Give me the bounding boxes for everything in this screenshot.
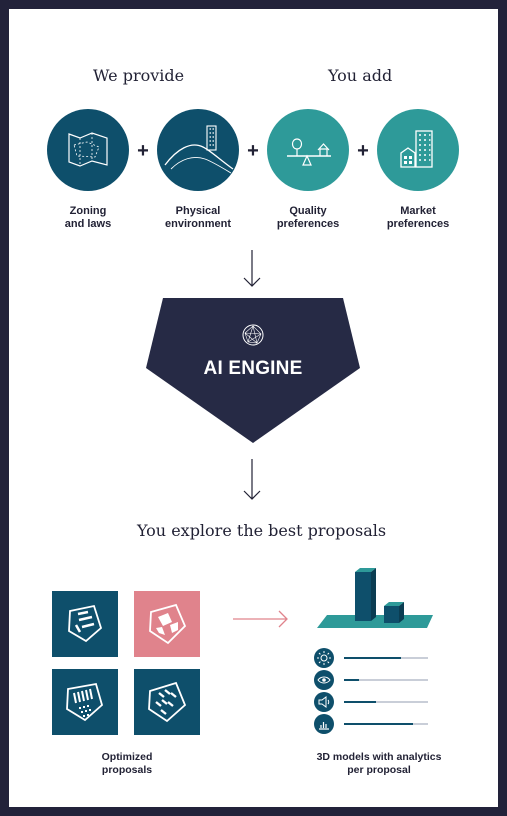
- quality-circle: [267, 109, 349, 191]
- bar-chart-icon: [319, 722, 329, 730]
- zoning-label-line1: Zoning: [69, 205, 107, 217]
- heading-we-provide: We provide: [93, 66, 185, 85]
- sound-icon: [318, 696, 330, 708]
- zoning-circle: [47, 109, 129, 191]
- plot-layout-icon: [68, 604, 103, 643]
- quality-label-line2: preferences: [276, 218, 340, 230]
- quality-label-line1: Quality: [289, 205, 327, 217]
- ai-engine-label: AI ENGINE: [203, 358, 303, 379]
- metric-bar-fill: [344, 700, 376, 703]
- market-circle: [377, 109, 459, 191]
- metric-bar-sound: [344, 700, 428, 703]
- buildings-icon: [400, 130, 433, 168]
- zoning-label-line2: and laws: [64, 218, 112, 230]
- metric-row-chart: [314, 714, 444, 734]
- plus-operator-1: +: [137, 140, 149, 162]
- diagram-card: We provide You add + + +: [9, 9, 498, 807]
- market-label: Market preferences: [363, 205, 473, 231]
- metric-icon-wrap: [314, 692, 334, 712]
- heading-you-explore: You explore the best proposals: [137, 521, 387, 540]
- sun-icon: [317, 651, 331, 665]
- plus-operator-2: +: [247, 140, 259, 162]
- physical-label-line2: environment: [164, 218, 231, 230]
- plot-layout-icon: [66, 682, 104, 722]
- physical-label-line1: Physical: [175, 205, 221, 217]
- physical-circle: [157, 109, 239, 191]
- proposal-tile-2: [134, 591, 200, 657]
- metric-row-sun: [314, 648, 444, 668]
- optimized-line2: proposals: [101, 764, 153, 776]
- metric-bar-fill: [344, 678, 360, 681]
- quality-label: Quality preferences: [253, 205, 363, 231]
- down-arrow-icon: [243, 459, 261, 500]
- optimized-proposals-label: Optimized proposals: [67, 751, 187, 777]
- metric-icon-wrap: [314, 714, 334, 734]
- 3d-models-label: 3D models with analytics per proposal: [299, 751, 459, 777]
- plot-layout-icon: [148, 681, 187, 723]
- terrain-icon: [164, 125, 234, 174]
- metric-bar-eye: [344, 678, 428, 681]
- proposal-tile-1: [52, 591, 118, 657]
- models-line2: per proposal: [347, 764, 411, 776]
- physical-label: Physical environment: [143, 205, 253, 231]
- heading-you-add: You add: [328, 66, 393, 85]
- optimized-line1: Optimized: [101, 751, 153, 763]
- proposal-tile-3: [52, 669, 118, 735]
- metric-bar-fill: [344, 722, 413, 725]
- ai-engine-block: [146, 298, 360, 443]
- proposal-tile-4: [134, 669, 200, 735]
- market-label-line1: Market: [400, 205, 436, 217]
- right-arrow-icon: [233, 610, 288, 628]
- metric-row-eye: [314, 670, 444, 690]
- eye-icon: [317, 676, 331, 684]
- seesaw-icon: [287, 138, 331, 166]
- metric-row-sound: [314, 692, 444, 712]
- plot-layout-icon: [149, 603, 187, 645]
- metric-bar-sun: [344, 656, 428, 659]
- 3d-model-icon: [317, 568, 433, 628]
- plus-operator-3: +: [357, 140, 369, 162]
- map-icon: [68, 132, 108, 167]
- down-arrow-icon: [243, 250, 261, 287]
- models-line1: 3D models with analytics: [316, 751, 442, 763]
- metric-icon-wrap: [314, 648, 334, 668]
- metric-bar-fill: [344, 656, 402, 659]
- metric-icon-wrap: [314, 670, 334, 690]
- market-label-line2: preferences: [386, 218, 450, 230]
- zoning-label: Zoning and laws: [33, 205, 143, 231]
- metric-bar-chart: [344, 722, 428, 725]
- ai-logo-icon: [242, 324, 264, 346]
